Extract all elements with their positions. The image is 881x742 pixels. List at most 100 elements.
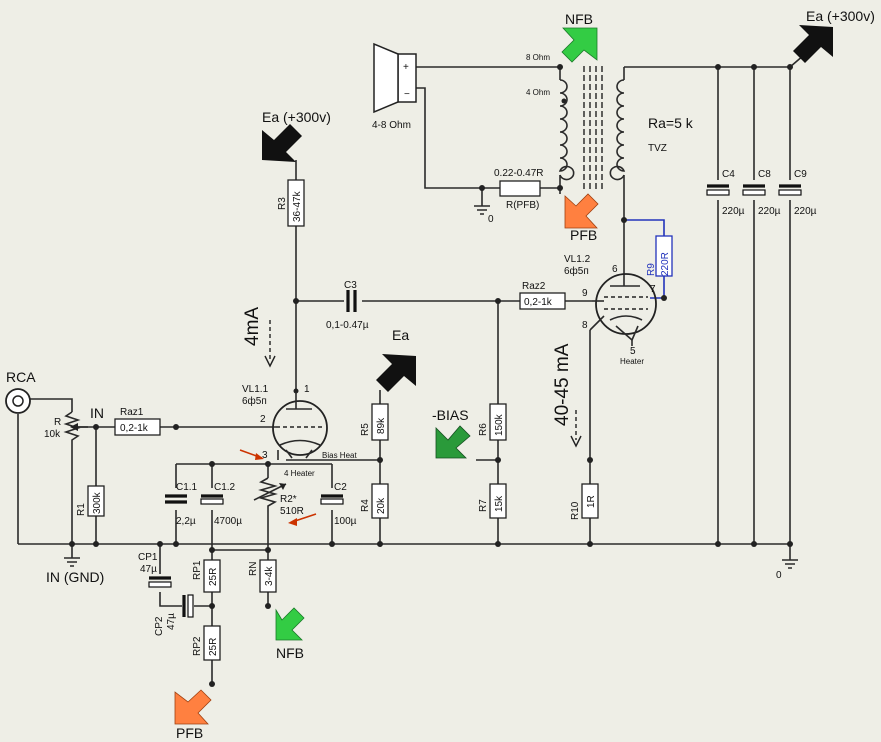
label-raz1: Raz1 [120, 407, 144, 418]
capacitor-cp2 [182, 594, 194, 618]
label-rca: RCA [6, 369, 36, 385]
label-pin5: 5 [630, 346, 636, 357]
label-rpfb-name: R(PFB) [506, 200, 539, 211]
label-in-gnd: IN (GND) [46, 569, 104, 585]
resistor-r6 [489, 403, 507, 441]
label-cp2: CP2 [154, 616, 165, 636]
label-pin3: 3 [262, 450, 268, 461]
tube-vl1-2 [589, 273, 657, 341]
label-r6-value: 150k [494, 413, 505, 436]
label-nfb-bottom: NFB [276, 645, 304, 661]
arrow-pfb-top-icon [564, 193, 599, 229]
resistor-r1 [87, 485, 105, 517]
label-pin6: 6 [612, 264, 618, 275]
arrow-nfb-bottom-icon [275, 607, 305, 641]
resistor-rp2 [203, 625, 221, 661]
capacitor-c9 [778, 184, 802, 196]
capacitor-c3 [346, 290, 357, 312]
label-r9-value: 220R [660, 252, 671, 276]
arrow-ea-top-right-icon [793, 25, 833, 63]
label-r5-value: 89k [376, 417, 387, 434]
wires [17, 54, 805, 684]
label-4ma: 4mA [242, 307, 263, 346]
ground-symbols [64, 205, 798, 569]
label-r2-value: 510R [280, 506, 304, 517]
label-r10-value: 1R [586, 495, 597, 508]
capacitor-c8 [742, 184, 766, 196]
label-speaker-ohm: 4-8 Ohm [372, 120, 411, 131]
label-r7: R7 [478, 499, 489, 512]
label-vl1-2: VL1.2 [564, 254, 591, 265]
label-c2: C2 [334, 482, 347, 493]
label-pin1: 1 [304, 384, 310, 395]
label-raz1-value: 0,2-1k [120, 423, 149, 434]
capacitor-c1-2 [200, 494, 224, 505]
label-vl1-1-type: 6ф5п [242, 395, 267, 407]
label-r7-value: 15k [494, 495, 505, 512]
red-hint-arrows [239, 449, 317, 526]
label-cp1: CP1 [138, 552, 158, 563]
label-c2-value: 100µ [334, 516, 357, 527]
label-r3: R3 [277, 197, 288, 210]
label-pfb-top: PFB [570, 227, 597, 243]
label-pin2: 2 [260, 414, 266, 425]
label-r6: R6 [478, 423, 489, 436]
label-r2: R2* [280, 494, 297, 505]
label-c1-2: C1.2 [214, 482, 236, 493]
label-gnd-zero-top: 0 [488, 214, 494, 225]
label-pin9: 9 [582, 288, 588, 299]
label-r3-value: 36-47k [292, 190, 303, 222]
label-c9: C9 [794, 169, 807, 180]
label-vl1-2-type: 6ф5п [564, 265, 589, 277]
label-pin7: 7 [650, 284, 656, 295]
resistor-r10 [581, 483, 599, 519]
resistor-raz2 [519, 292, 566, 310]
label-minus-bias: -BIAS [432, 407, 469, 423]
label-c3: C3 [344, 280, 357, 291]
label-raz2: Raz2 [522, 281, 546, 292]
label-c4-value: 220µ [722, 206, 745, 217]
label-40-45ma: 40-45 mA [552, 343, 573, 426]
label-c9-value: 220µ [794, 206, 817, 217]
labels: NFB Ea (+300v) Ea (+300v) 8 Ohm 4 Ohm 4-… [6, 8, 875, 741]
label-r4: R4 [360, 499, 371, 512]
resistor-r3 [287, 179, 305, 227]
current-arrows [264, 320, 582, 448]
arrow-ea-left-icon [262, 124, 302, 162]
label-rn-value: 3-4k [264, 566, 275, 586]
arrow-nfb-top-icon [561, 27, 598, 63]
junction-dots [69, 64, 793, 687]
capacitor-c4 [706, 184, 730, 196]
label-in: IN [90, 405, 104, 421]
resistor-raz1 [114, 418, 161, 436]
output-transformer [558, 66, 626, 190]
label-8-ohm: 8 Ohm [526, 53, 550, 62]
label-r1-value: 300k [92, 491, 103, 514]
label-c8-value: 220µ [758, 206, 781, 217]
label-rp2-value: 25R [208, 638, 219, 656]
svg-text:−: − [404, 89, 410, 100]
arrow-bias-icon [435, 425, 471, 459]
label-r10: R10 [570, 501, 581, 520]
resistor-r4 [371, 483, 389, 519]
arrow-pfb-bottom-icon [174, 689, 212, 725]
label-pin8: 8 [582, 320, 588, 331]
label-heater-right: Heater [620, 357, 644, 366]
label-bias-heat: Bias Heat [322, 451, 357, 460]
label-rp2: RP2 [192, 636, 203, 656]
capacitor-c1-1 [165, 494, 187, 504]
label-c8: C8 [758, 169, 771, 180]
capacitor-cp1 [148, 576, 172, 588]
label-r-value: 10k [44, 429, 61, 440]
speaker-icon: + − [373, 42, 417, 114]
label-vl1-1: VL1.1 [242, 384, 269, 395]
label-heater-left: 4 Heater [284, 469, 315, 478]
tube-vl1-1 [272, 392, 328, 459]
label-cp2-value: 47µ [166, 613, 177, 630]
label-r9: R9 [646, 263, 657, 276]
input-potentiometer-r [63, 411, 88, 442]
rca-jack-icon [5, 388, 31, 414]
label-r: R [54, 417, 61, 428]
